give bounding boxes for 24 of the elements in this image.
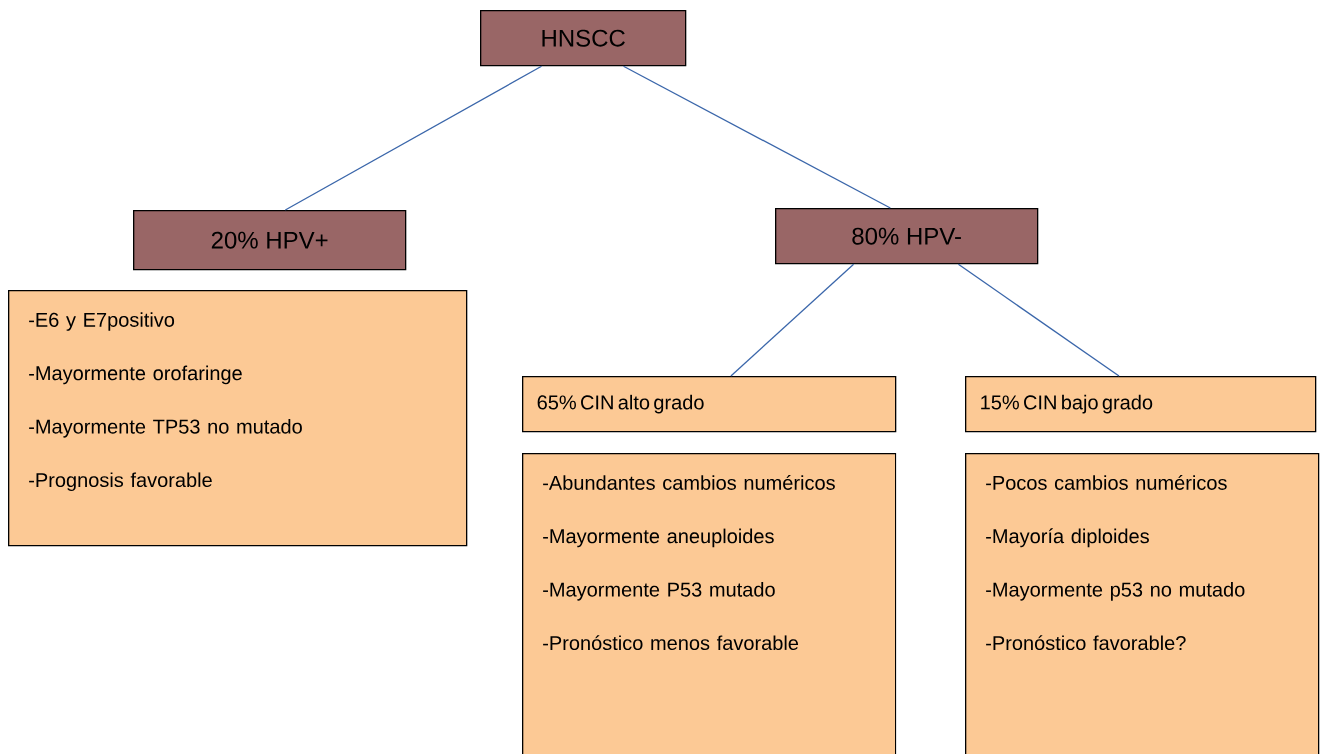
connector-line [284, 65, 543, 211]
subgroup-box: 65% CIN alto grado [522, 376, 897, 433]
feature-text: -Mayormente orofaringe [29, 365, 242, 385]
subgroup-box: 15% CIN bajo grado [965, 376, 1317, 433]
feature-text: -Mayormente P53 mutado [543, 582, 775, 601]
category-box: 20% HPV+ [133, 210, 407, 271]
feature-text: -E6 y E7positivo [29, 312, 175, 331]
feature-text: -Abundantes cambios numéricos [543, 474, 835, 490]
feature-text: -Pronóstico favorable? [986, 635, 1186, 651]
feature-box [965, 453, 1320, 754]
feature-text: -Prognosis favorable [29, 472, 212, 492]
feature-text: -Pronóstico menos favorable [543, 635, 799, 651]
feature-text: -Mayormente TP53 no mutado [29, 419, 302, 438]
category-box: HNSCC [480, 10, 687, 67]
feature-text: -Mayormente p53 no mutado [986, 582, 1245, 601]
connector-line [730, 263, 855, 377]
feature-box [8, 290, 468, 547]
feature-text: -Mayoría diploides [986, 528, 1149, 548]
connector-line [622, 65, 891, 209]
connector-line [957, 263, 1120, 377]
feature-text: -Pocos cambios numéricos [986, 474, 1227, 490]
feature-box [522, 453, 897, 754]
category-box: 80% HPV- [775, 208, 1039, 265]
feature-text: -Mayormente aneuploides [543, 528, 774, 548]
